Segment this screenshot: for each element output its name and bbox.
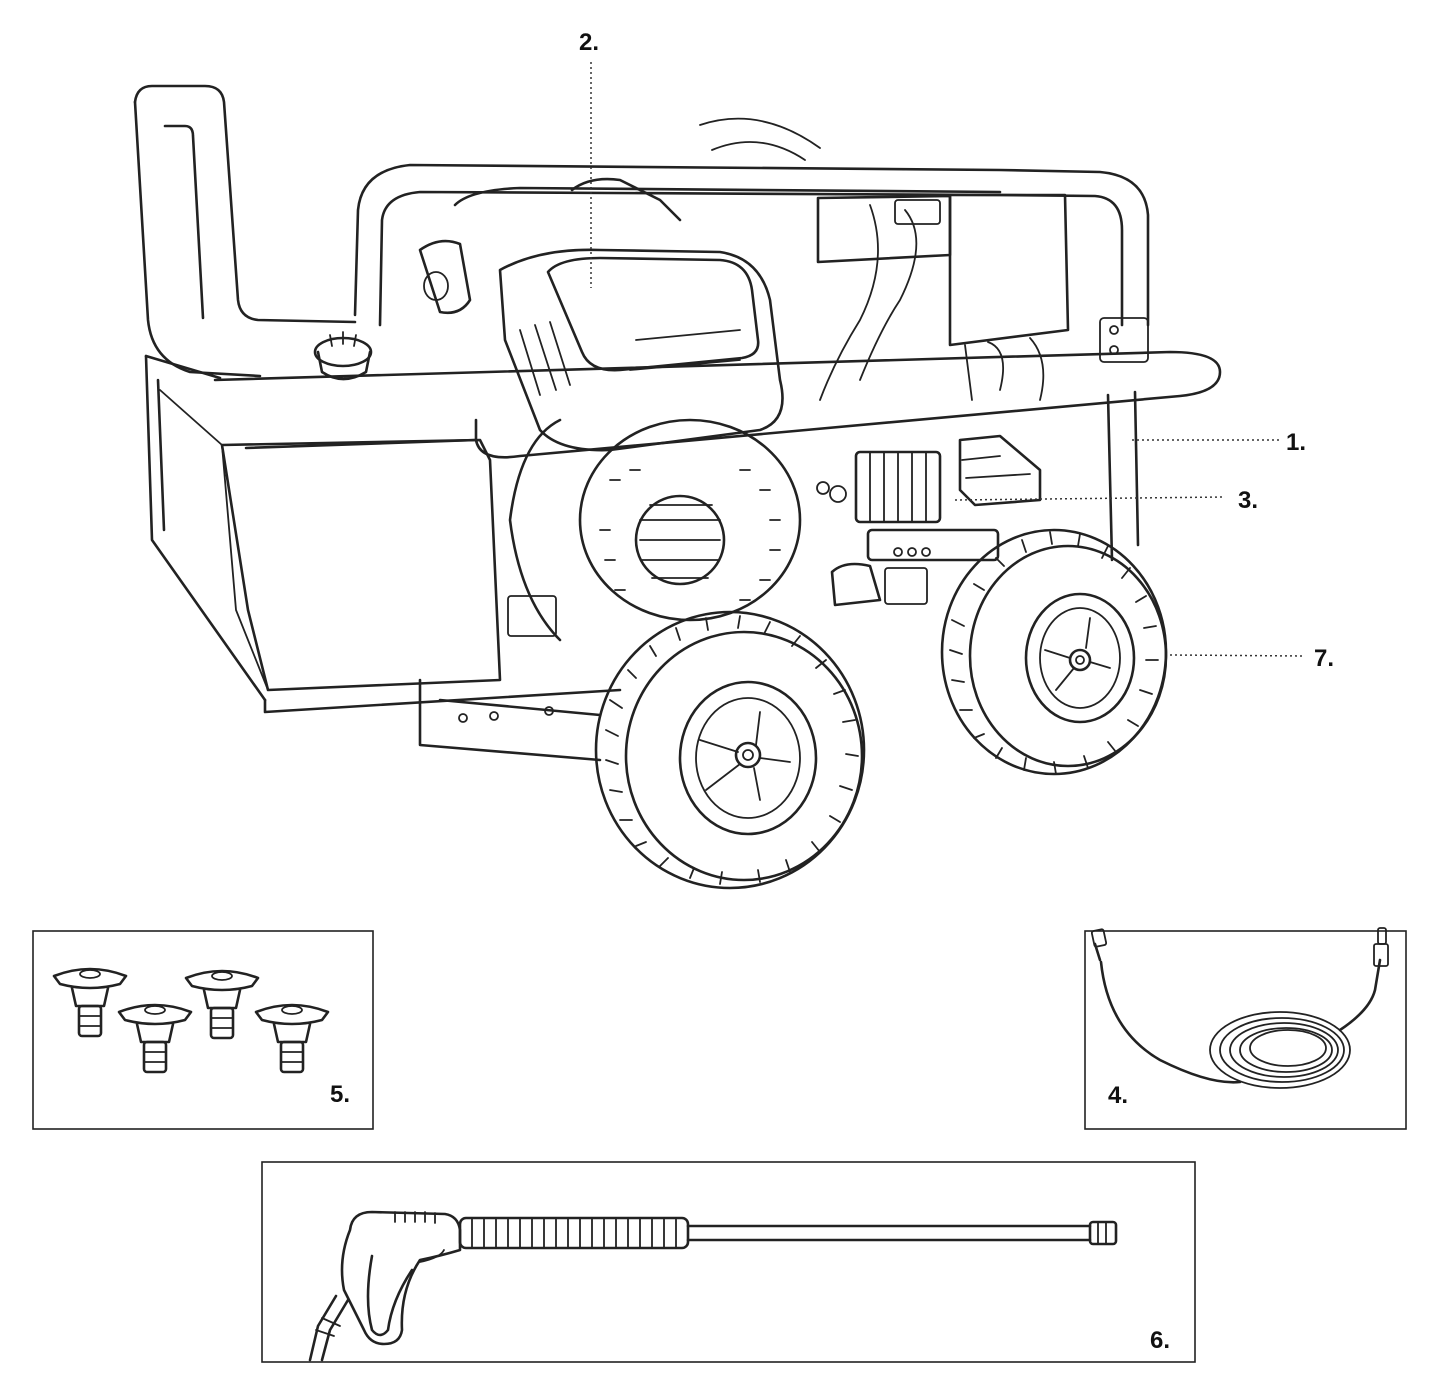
callout-frame: 1.	[1286, 429, 1306, 456]
spray-gun	[308, 1210, 1118, 1362]
callout-hose: 4.	[1108, 1082, 1128, 1109]
callout-wheels: 7.	[1314, 645, 1334, 672]
leader-pump	[954, 496, 1226, 501]
nozzle-tip-4	[254, 1003, 330, 1074]
callout-pump: 3.	[1238, 487, 1258, 514]
front-wheel	[594, 610, 866, 890]
high-pressure-hose	[1090, 927, 1389, 1089]
nozzle-tip-2	[117, 1003, 193, 1074]
fuel-tank	[159, 331, 502, 692]
callout-nozzles: 5.	[330, 1081, 350, 1108]
pump	[816, 434, 1042, 607]
nozzle-tip-3	[184, 969, 260, 1040]
leader-wheels	[1169, 654, 1306, 657]
nozzle-tip-1	[52, 967, 128, 1038]
spray-gun-panel	[261, 1161, 1196, 1363]
frame	[133, 84, 1222, 762]
control-panel	[816, 193, 1070, 401]
nozzles-panel	[32, 930, 374, 1130]
callout-engine: 2.	[579, 29, 599, 56]
hose-panel	[1084, 927, 1407, 1130]
engine	[418, 117, 821, 642]
rear-wheel	[940, 528, 1168, 776]
pressure-washer-illustration	[133, 62, 1306, 890]
callout-spray-gun: 6.	[1150, 1327, 1170, 1354]
